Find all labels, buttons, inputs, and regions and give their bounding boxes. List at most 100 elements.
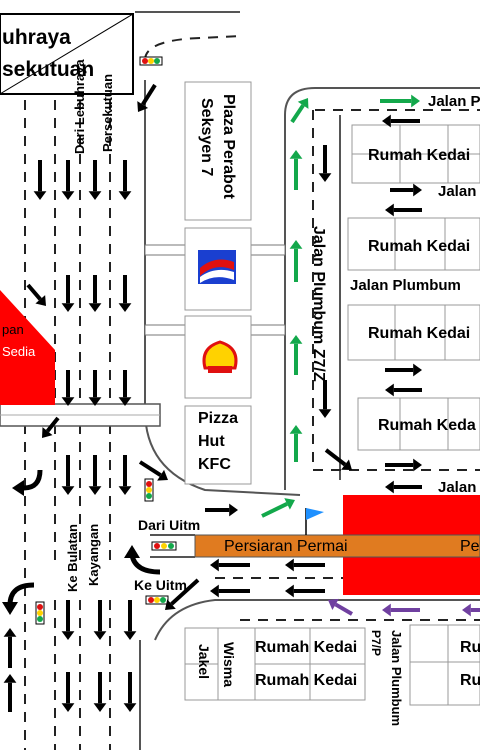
dari-lebuhraya-label-1: Dari Lebuhraya xyxy=(72,59,87,154)
diagonal-arrow-icon xyxy=(324,448,352,470)
title-box-diagonal xyxy=(0,13,134,95)
purple-diagonal-arrow-icon xyxy=(328,598,354,616)
service-road-dash xyxy=(312,110,480,471)
lower-road-edge xyxy=(154,599,480,641)
red-zone-left xyxy=(0,290,55,405)
right-arrow-icon xyxy=(205,503,238,517)
shop-grid-bottom xyxy=(184,624,480,706)
down-arrow-icon xyxy=(61,600,75,640)
petronas-logo-icon xyxy=(198,250,236,284)
lebuhraya-title-1: uhraya xyxy=(2,26,71,49)
ru-label-2: Ru xyxy=(460,672,480,689)
lebuhraya-title-2: sekutuan xyxy=(2,58,94,81)
down-arrow-icon xyxy=(61,672,75,712)
jalan-p-top-label: Jalan P xyxy=(428,93,480,110)
ke-bulatan-label-2: Kayangan xyxy=(86,524,101,586)
right-arrow-icon xyxy=(385,458,422,472)
wisma-label-1: Wisma xyxy=(221,642,237,687)
down-arrow-icon xyxy=(61,275,75,312)
down-arrow-icon xyxy=(61,160,75,200)
ru-label-1: Ru xyxy=(460,639,480,656)
green-right-arrow-icon xyxy=(380,94,420,108)
flag-marker-icon xyxy=(305,508,324,535)
down-arrow-icon xyxy=(61,455,75,495)
arrow-layer xyxy=(2,83,480,712)
p7p-label: P7/P xyxy=(369,630,383,656)
down-arrow-icon xyxy=(318,145,332,182)
jalan-label-3: Jalan xyxy=(438,479,476,496)
jalan-plumbum-mid-label: Jalan Plumbum xyxy=(350,277,461,294)
diagonal-arrow-icon xyxy=(26,283,46,306)
down-arrow-icon xyxy=(88,275,102,312)
u-turn-arrow-icon xyxy=(2,582,35,615)
left-arrow-icon xyxy=(382,114,420,128)
green-up-arrow-icon xyxy=(289,240,303,282)
hut-label: Hut xyxy=(198,433,225,450)
purple-left-arrow-icon xyxy=(462,603,480,617)
rumah-kedai-label-1: Rumah Kedai xyxy=(368,147,470,164)
pizza-label: Pizza xyxy=(198,410,238,427)
up-arrow-icon xyxy=(3,674,17,712)
ke-bulatan-label-1: Ke Bulatan xyxy=(65,524,80,592)
left-arrow-icon xyxy=(385,383,422,397)
plaza-perabot-label-2: Seksyen 7 xyxy=(198,98,215,176)
purple-left-arrow-icon xyxy=(382,603,420,617)
traffic-light-icon xyxy=(144,478,154,502)
top-road-dash xyxy=(144,35,241,61)
green-up-arrow-icon xyxy=(289,150,303,190)
jalan-plumbum-z7z-label: Jalan Plumbum Z7/Z xyxy=(310,226,327,382)
traffic-light-icon xyxy=(145,595,169,605)
right-arrow-icon xyxy=(385,363,422,377)
down-arrow-icon xyxy=(118,160,132,200)
service-road-outer-edge xyxy=(284,87,480,490)
down-arrow-icon xyxy=(93,600,107,640)
rumah-kedai-label-5: Rumah Kedai xyxy=(255,639,357,656)
green-up-arrow-icon xyxy=(289,335,303,375)
traffic-light-icon xyxy=(139,56,163,66)
pizza-hut-block xyxy=(184,405,252,485)
traffic-light-icon xyxy=(35,601,45,625)
diagonal-arrow-icon xyxy=(138,460,168,481)
red-zone-label-1: pan xyxy=(2,322,24,337)
up-arrow-icon xyxy=(3,628,17,668)
left-arrow-icon xyxy=(285,584,325,598)
green-diagonal-arrow-icon xyxy=(290,98,309,124)
dari-uitm-label: Dari Uitm xyxy=(138,517,200,533)
traffic-light-icon xyxy=(151,541,177,551)
rumah-kedai-label-3: Rumah Kedai xyxy=(368,325,470,342)
pe-label: Pe xyxy=(460,538,480,555)
down-arrow-icon xyxy=(88,455,102,495)
down-arrow-icon xyxy=(123,672,137,712)
u-turn-arrow-icon xyxy=(124,545,161,575)
diagonal-arrow-icon xyxy=(165,578,200,610)
rumah-kedai-label-4: Rumah Keda xyxy=(378,417,476,434)
right-arrow-icon xyxy=(390,183,422,197)
kfc-label: KFC xyxy=(198,456,231,473)
left-arrow-icon xyxy=(385,480,422,494)
left-arrow-icon xyxy=(210,584,250,598)
down-arrow-icon xyxy=(118,370,132,406)
down-arrow-icon xyxy=(118,455,132,495)
red-zone-label-2: Sedia xyxy=(2,344,36,359)
plaza-perabot-label-1: Plaza Perabot xyxy=(220,94,237,200)
jalan-label-2: Jalan xyxy=(438,183,476,200)
persiaran-permai-road xyxy=(194,534,480,558)
left-arrow-icon xyxy=(385,203,422,217)
ke-uitm-label: Ke Uitm xyxy=(134,577,187,593)
persiaran-permai-label: Persiaran Permai xyxy=(224,538,348,555)
diagonal-arrow-icon xyxy=(137,83,157,112)
rumah-kedai-label-6: Rumah Kedai xyxy=(255,672,357,689)
down-arrow-icon xyxy=(61,370,75,406)
u-turn-arrow-icon xyxy=(12,469,43,496)
green-right-arrow-icon xyxy=(261,498,295,518)
shop-grid-right xyxy=(347,124,480,451)
dari-lebuhraya-label-2: Persekutuan xyxy=(100,74,115,152)
wisma-label-2: Jakel xyxy=(196,644,212,679)
down-arrow-icon xyxy=(318,380,332,418)
left-arrow-icon xyxy=(210,558,250,572)
rumah-kedai-label-2: Rumah Kedai xyxy=(368,238,470,255)
down-arrow-icon xyxy=(93,672,107,712)
shell-logo-icon xyxy=(202,340,238,373)
down-arrow-icon xyxy=(88,370,102,406)
